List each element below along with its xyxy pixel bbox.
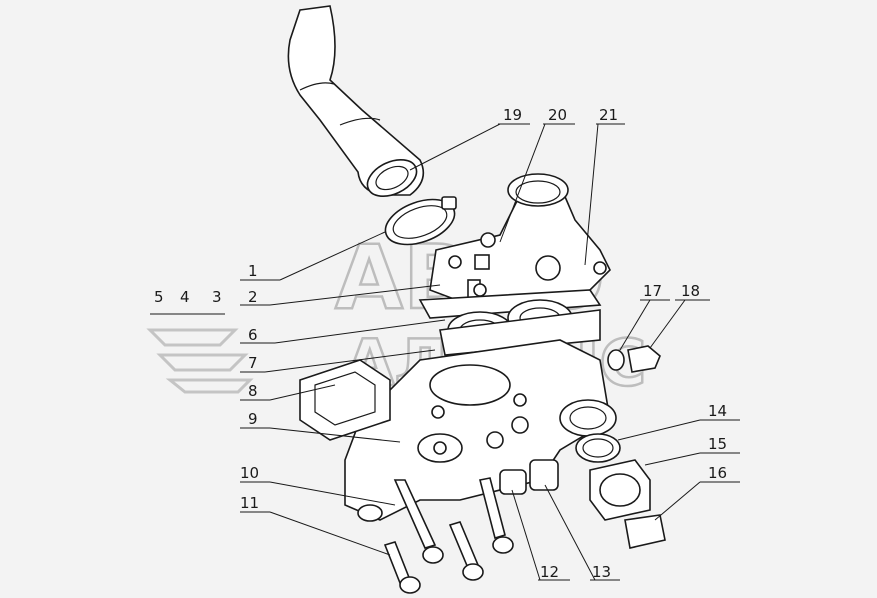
callout-9: 9: [248, 410, 258, 428]
callout-21: 21: [599, 106, 618, 124]
callout-18: 18: [681, 282, 700, 300]
callout-7: 7: [248, 354, 258, 372]
thermostat-housing-part: [344, 339, 617, 522]
callout-2: 2: [248, 288, 258, 306]
callout-1: 1: [248, 262, 258, 280]
callout-11: 11: [240, 494, 259, 512]
callout-10: 10: [240, 464, 259, 482]
callout-16: 16: [708, 464, 727, 482]
washer-bolt-part: [607, 345, 661, 373]
leader-lines: [150, 123, 740, 581]
callout-3: 3: [212, 288, 222, 306]
callout-12: 12: [540, 563, 559, 581]
callout-6: 6: [248, 326, 258, 344]
callout-15: 15: [708, 435, 727, 453]
hose-part: [287, 5, 425, 197]
callout-5: 5: [154, 288, 164, 306]
callout-13: 13: [592, 563, 611, 581]
callout-14: 14: [708, 402, 727, 420]
adapter-fitting-part: [589, 459, 666, 549]
hose-clamp-part: [384, 196, 457, 246]
callout-17: 17: [643, 282, 662, 300]
mounting-bolts: [383, 477, 514, 594]
callout-20: 20: [548, 106, 567, 124]
cover-gasket-part: [418, 289, 602, 319]
callout-labels: 1 2 3 4 5 6 7 8 9 10 11 12 13 14 15 16 1…: [154, 106, 727, 581]
cover-bolts: [467, 254, 490, 301]
callout-19: 19: [503, 106, 522, 124]
seal-ring-part: [575, 433, 621, 463]
callout-4: 4: [180, 288, 190, 306]
plugs-part: [499, 459, 559, 495]
callout-8: 8: [248, 382, 258, 400]
